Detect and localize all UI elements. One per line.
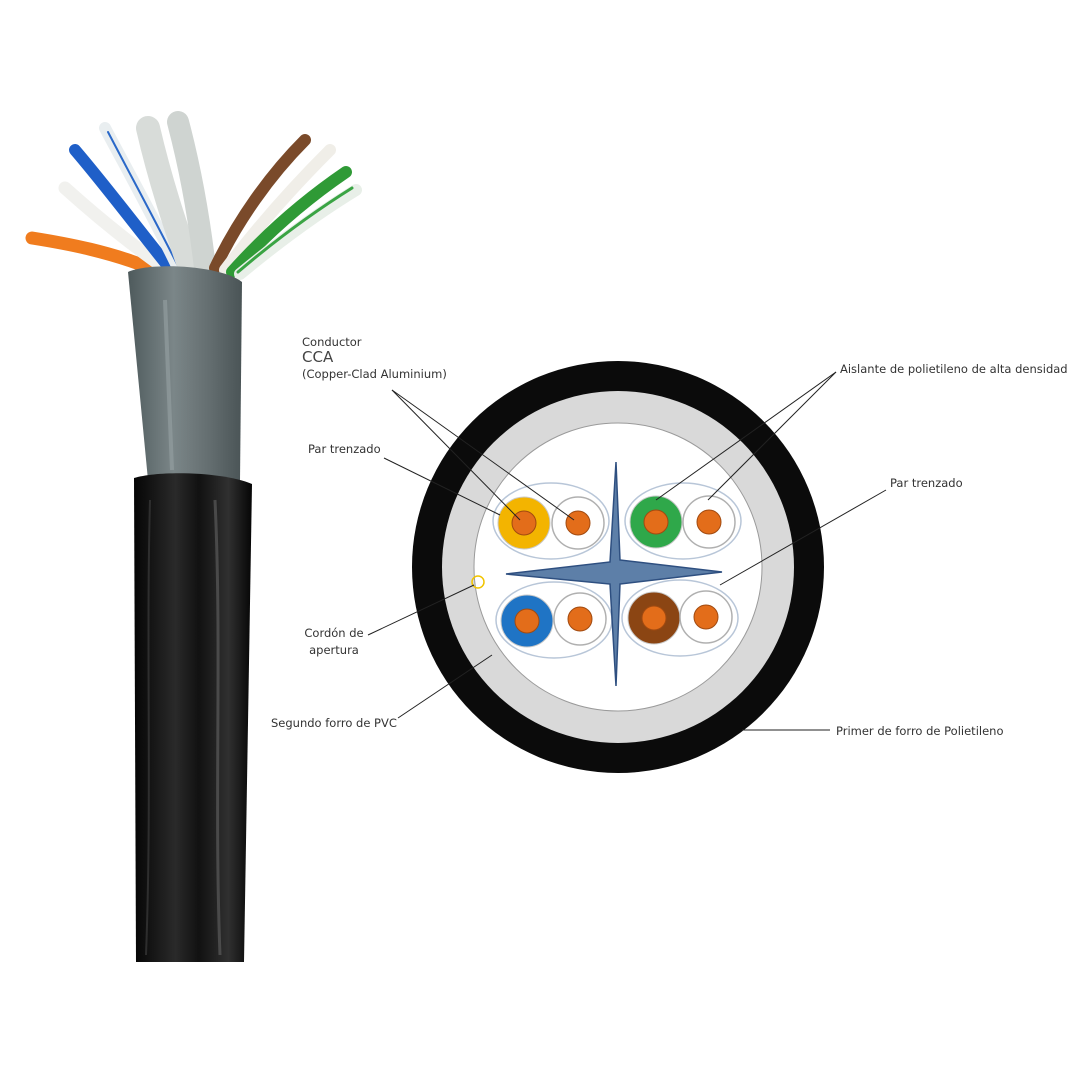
pair-ring-tl [492, 482, 610, 560]
wire-green [226, 166, 352, 278]
label-cordon-line2: apertura [309, 643, 359, 657]
jacket-highlight [213, 499, 222, 956]
wire-bundle [25, 111, 362, 280]
pvc-highlight [163, 299, 174, 471]
leader-cca-1 [391, 389, 521, 521]
leader-lines [367, 371, 887, 731]
copper-core [641, 605, 667, 631]
ripcord-right [167, 111, 216, 279]
copper-core [643, 509, 669, 535]
ripcord-left [136, 116, 202, 280]
leader-aislante-2 [707, 371, 837, 501]
wire-white-green-stripe [236, 186, 354, 274]
pair-ring-tr [624, 482, 742, 560]
label-segundo-forro: Segundo forro de PVC [271, 716, 397, 730]
label-cca-full: (Copper-Clad Aluminium) [302, 367, 447, 381]
leader-par-left [383, 457, 501, 516]
leader-cordon [367, 584, 475, 636]
pvc-inner-jacket [128, 266, 242, 480]
wire-orange [25, 231, 157, 275]
label-aislante: Aislante de polietileno de alta densidad [840, 362, 1068, 376]
label-par-trenzado-right: Par trenzado [890, 476, 963, 490]
label-cordon-line1: Cordón de [304, 626, 364, 640]
copper-core [565, 510, 591, 536]
cross-section [412, 361, 824, 773]
copper-core [696, 509, 722, 535]
leader-segundo [397, 654, 493, 719]
ripcord [471, 575, 485, 589]
wire-white-green [234, 184, 362, 280]
label-conductor: Conductor [302, 335, 362, 349]
wire-blue [69, 144, 174, 272]
leader-par-right [719, 489, 887, 586]
leader-cca-2 [391, 389, 575, 521]
wire-brown [209, 134, 311, 274]
jacket-highlight-2 [145, 499, 151, 956]
label-par-trenzado-left: Par trenzado [308, 442, 381, 456]
cross-separator [505, 461, 723, 687]
cable-photo [25, 111, 362, 962]
label-primer-forro: Primer de forro de Polietileno [836, 724, 1004, 738]
wire-white-orange [58, 181, 169, 273]
label-cca: CCA [302, 348, 334, 366]
wire-white-blue-stripe [107, 131, 179, 267]
copper-core [567, 606, 593, 632]
copper-core [514, 608, 540, 634]
outer-black-jacket [134, 473, 252, 962]
wire-white-brown [219, 144, 336, 276]
copper-core [511, 510, 537, 536]
copper-core [693, 604, 719, 630]
pair-ring-br [621, 579, 739, 657]
leader-aislante-1 [655, 371, 837, 501]
